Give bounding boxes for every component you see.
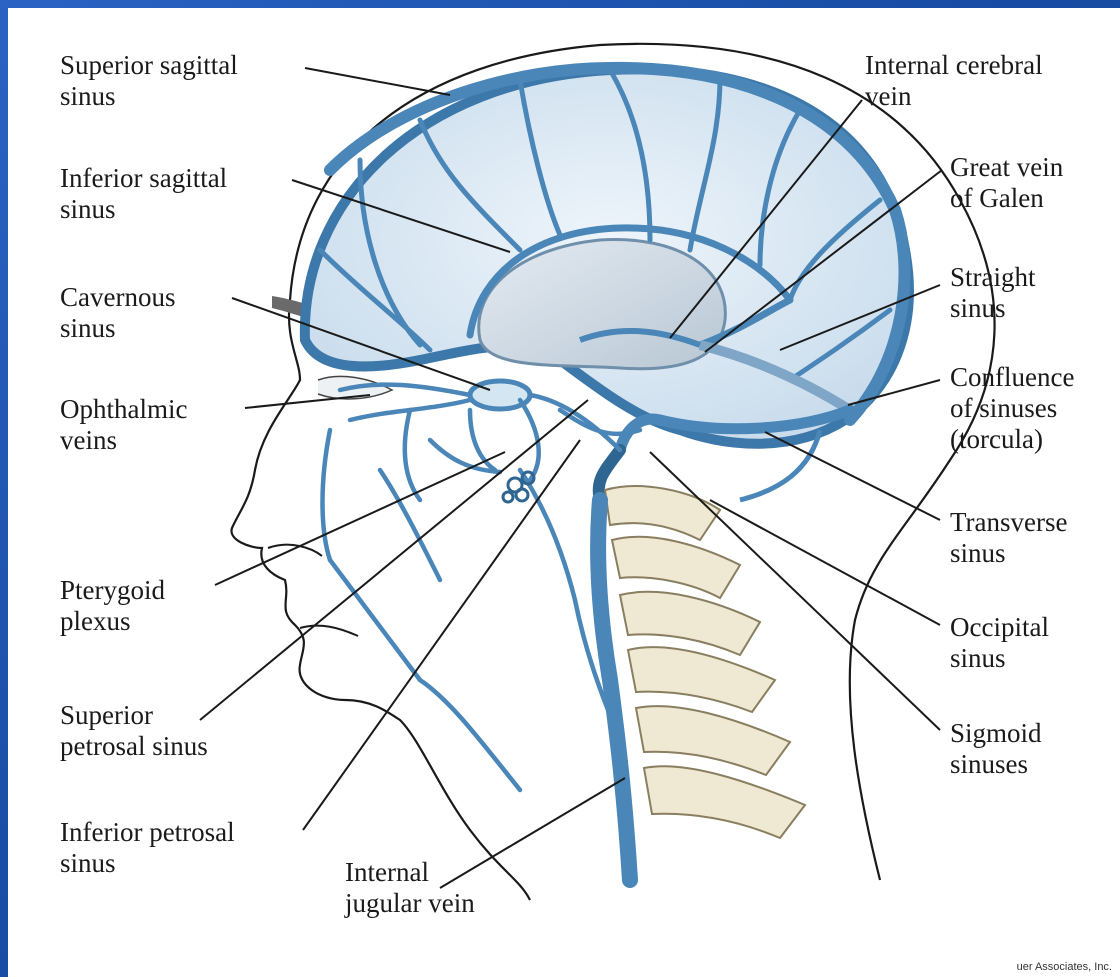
label-line: Inferior sagittal — [60, 163, 227, 194]
label-line: sinus — [950, 643, 1049, 674]
label-line: petrosal sinus — [60, 731, 208, 762]
label-line: Superior sagittal — [60, 50, 238, 81]
label-line: Superior — [60, 700, 208, 731]
label-line: sinus — [60, 848, 235, 879]
label-line: Occipital — [950, 612, 1049, 643]
label-pterygoid-plexus: Pterygoid plexus — [60, 575, 165, 637]
publisher-credit: uer Associates, Inc. — [1017, 961, 1112, 973]
label-line: plexus — [60, 606, 165, 637]
label-line: sinus — [60, 313, 175, 344]
label-superior-sagittal-sinus: Superior sagittal sinus — [60, 50, 238, 112]
label-internal-jugular-vein: Internal jugular vein — [345, 857, 475, 919]
label-transverse-sinus: Transverse sinus — [950, 507, 1068, 569]
label-line: sinus — [60, 81, 238, 112]
label-straight-sinus: Straight sinus — [950, 262, 1036, 324]
label-great-vein-of-galen: Great vein of Galen — [950, 152, 1063, 214]
label-internal-cerebral-vein: Internal cerebral vein — [865, 50, 1043, 112]
label-line: Confluence — [950, 362, 1074, 393]
label-line: Transverse — [950, 507, 1068, 538]
label-inferior-petrosal-sinus: Inferior petrosal sinus — [60, 817, 235, 879]
label-line: Great vein — [950, 152, 1063, 183]
label-line: Sigmoid — [950, 718, 1042, 749]
label-line: Internal cerebral — [865, 50, 1043, 81]
label-line: sinus — [950, 538, 1068, 569]
label-line: of sinuses — [950, 393, 1074, 424]
label-cavernous-sinus: Cavernous sinus — [60, 282, 175, 344]
label-superior-petrosal-sinus: Superior petrosal sinus — [60, 700, 208, 762]
label-confluence-of-sinuses: Confluence of sinuses (torcula) — [950, 362, 1074, 455]
label-line: sinus — [950, 293, 1036, 324]
label-line: sinus — [60, 194, 227, 225]
label-line: Internal — [345, 857, 475, 888]
label-line: Pterygoid — [60, 575, 165, 606]
label-line: Ophthalmic — [60, 394, 187, 425]
cervical-spine — [605, 486, 805, 838]
neck-back — [850, 440, 960, 680]
label-sigmoid-sinuses: Sigmoid sinuses — [950, 718, 1042, 780]
label-line: Cavernous — [60, 282, 175, 313]
label-line: Straight — [950, 262, 1036, 293]
label-ophthalmic-veins: Ophthalmic veins — [60, 394, 187, 456]
label-line: Inferior petrosal — [60, 817, 235, 848]
label-inferior-sagittal-sinus: Inferior sagittal sinus — [60, 163, 227, 225]
label-line: sinuses — [950, 749, 1042, 780]
label-occipital-sinus: Occipital sinus — [950, 612, 1049, 674]
label-line: veins — [60, 425, 187, 456]
label-line: jugular vein — [345, 888, 475, 919]
nostril — [268, 545, 322, 556]
label-line: vein — [865, 81, 1043, 112]
label-line: (torcula) — [950, 424, 1074, 455]
label-line: of Galen — [950, 183, 1063, 214]
